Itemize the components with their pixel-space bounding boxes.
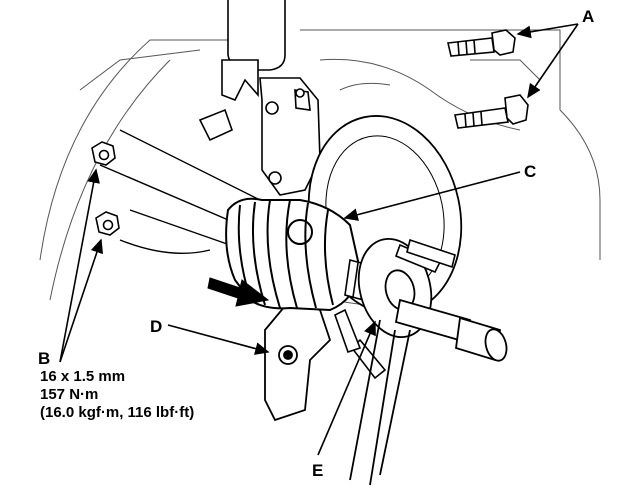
hub-puller-tool	[349, 298, 508, 486]
callout-c: C	[524, 162, 537, 181]
flange-bolt-upper	[91, 141, 116, 166]
lower-arm	[99, 129, 261, 254]
cv-joint-boot	[225, 197, 362, 312]
torque-value: 157 N·m	[40, 386, 99, 403]
torque-spec: 16 x 1.5 mm 157 N·m (16.0 kgf·m, 116 lbf…	[40, 368, 194, 422]
bolt-a-lower	[454, 94, 529, 129]
vehicle-body-background	[39, 29, 601, 331]
callout-e: E	[312, 461, 324, 480]
callout-a: A	[582, 7, 595, 26]
bolt-size: 16 x 1.5 mm	[40, 368, 126, 385]
bolt-a-upper	[447, 29, 516, 57]
strut-assembly	[198, 0, 321, 196]
callout-d: D	[150, 317, 163, 336]
leader-lines	[59, 23, 579, 456]
wheel-studs	[334, 238, 456, 380]
flange-bolt-lower	[95, 211, 120, 236]
torque-alternate-units: (16.0 kgf·m, 116 lbf·ft)	[40, 404, 195, 421]
removal-direction-arrow	[207, 277, 270, 307]
steering-knuckle	[264, 298, 332, 422]
callout-b: B	[38, 349, 51, 368]
